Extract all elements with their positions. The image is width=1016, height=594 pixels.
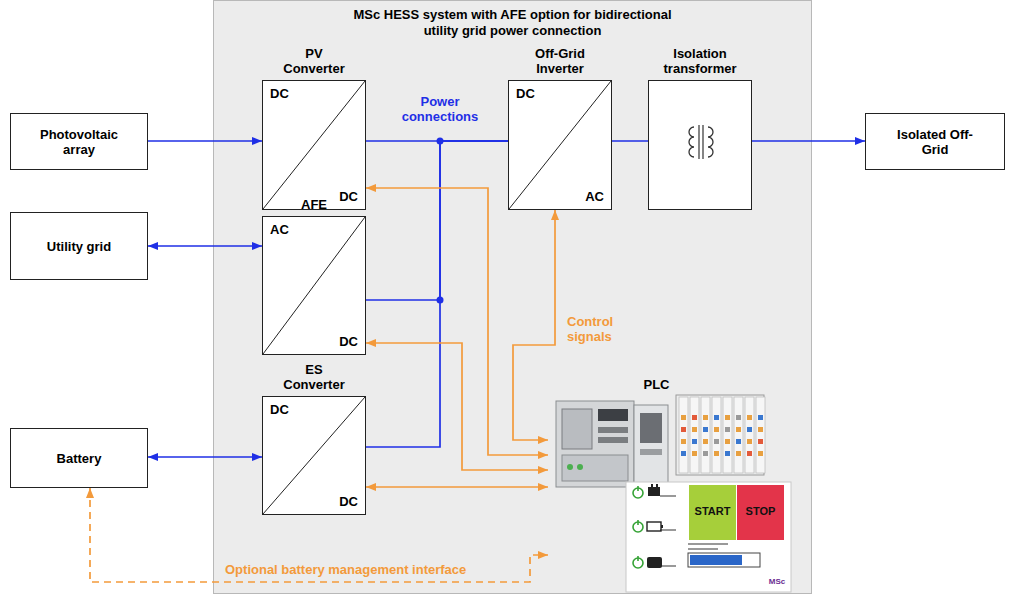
converter-box: AFE AC DC [262,197,366,355]
control-signal-line [513,210,555,440]
converter-box: ES ConverterDC DC [262,362,366,515]
diagram-title: MSc HESS system with AFE option for bidi… [348,7,678,39]
hmi-button-text: STOP [737,505,784,518]
load-box: Isolated Off-Grid [865,113,1005,170]
block-heading: Off-Grid Inverter [515,46,605,76]
bus-annotation: Power connections [388,94,492,124]
block-heading: Isolation transformer [648,46,752,76]
port-label: AC [270,222,289,237]
block-heading: PV Converter [278,46,350,76]
block-outline: DC DC [262,80,366,210]
box-label: Photovoltaic array [29,127,129,157]
box-label: Battery [57,451,102,466]
transformer-box: Isolation transformer [648,46,752,210]
diagonal-line [263,81,365,209]
block-outline: DC DC [262,396,366,515]
battery-box: Battery [10,428,148,488]
port-label: DC [339,189,358,204]
port-label: DC [516,86,535,101]
box-label: Isolated Off-Grid [895,127,975,157]
converter-diagonal [263,217,365,354]
power-line [148,245,262,247]
power-line [366,140,508,142]
power-line [148,140,262,142]
port-label: DC [270,86,289,101]
inverter-box: Off-Grid InverterDC AC [508,46,612,210]
power-line [366,141,508,300]
control-signal-line [366,343,548,470]
grid-box: Utility grid [10,212,148,280]
hmi-button-text: START [689,505,736,518]
converter-box: PV ConverterDC DC [262,46,366,210]
box-label: Utility grid [47,239,111,254]
control-signal-line [366,486,548,488]
source-box: Photovoltaic array [10,113,148,170]
power-line [366,141,508,447]
transformer-symbol [649,81,753,211]
port-label: DC [339,334,358,349]
control-signal-line [366,188,548,455]
port-label: DC [270,402,289,417]
block-heading: ES Converter [278,362,350,392]
connector-label: Optional battery management interface [225,562,466,577]
diagonal-line [509,81,611,209]
system-panel: MSc HESS system with AFE option for bidi… [213,0,812,594]
signal-annotation: Control signals [567,314,639,344]
power-line [612,140,648,142]
port-label: AC [585,189,604,204]
diagonal-line [263,217,365,354]
control-signal-line [90,488,548,582]
block-outline: DC AC [508,80,612,210]
plc-illustration [548,375,798,594]
port-label: DC [339,494,358,509]
block-outline: AC DC [262,216,366,355]
power-line [752,140,865,142]
plc-label: PLC [548,377,765,392]
junction-dot [437,138,444,145]
diagonal-line [263,397,365,514]
logo-text: MSc [764,577,790,587]
junction-dot [437,297,444,304]
plc-unit: PLC [548,375,765,570]
block-heading: AFE [262,197,366,212]
block-outline [648,80,752,210]
power-line [148,456,262,458]
